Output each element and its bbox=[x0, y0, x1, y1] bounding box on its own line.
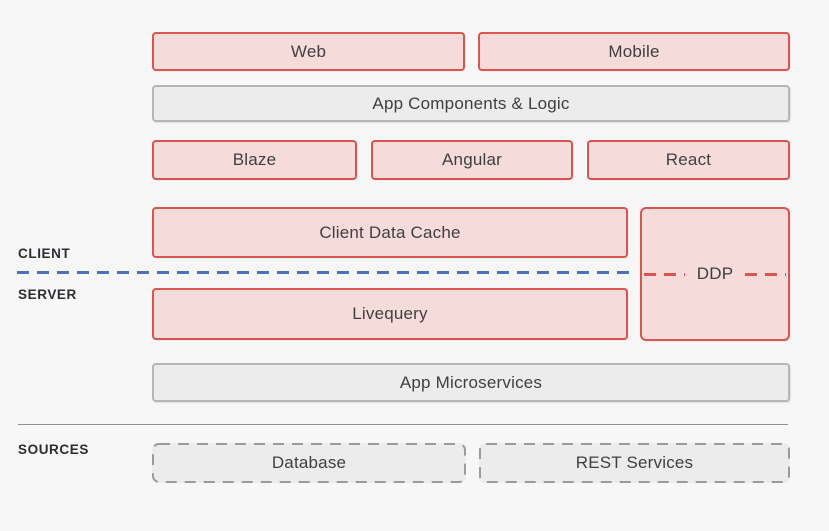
client-server-divider-line bbox=[17, 271, 637, 274]
app-components-logic-box: App Components & Logic bbox=[152, 85, 790, 122]
blaze-box: Blaze bbox=[152, 140, 357, 180]
database-box: Database bbox=[152, 443, 466, 483]
rest-services-box-label: REST Services bbox=[575, 453, 694, 472]
angular-box: Angular bbox=[371, 140, 573, 180]
client-label: CLIENT bbox=[18, 246, 71, 261]
server-label: SERVER bbox=[18, 287, 77, 302]
client-data-cache-box: Client Data Cache bbox=[152, 207, 628, 258]
rest-services-box: REST Services bbox=[479, 443, 790, 483]
angular-box-label: Angular bbox=[442, 150, 502, 169]
mobile-box-label: Mobile bbox=[608, 41, 660, 61]
app-microservices-box: App Microservices bbox=[152, 363, 790, 402]
ddp-dashed-line: DDP bbox=[644, 209, 786, 339]
ddp-dash-left bbox=[644, 272, 685, 276]
blaze-box-label: Blaze bbox=[232, 150, 277, 169]
ddp-label: DDP bbox=[696, 264, 734, 283]
web-box: Web bbox=[152, 32, 465, 71]
ddp-dash-right bbox=[745, 272, 786, 276]
database-box-label: Database bbox=[271, 453, 347, 472]
livequery-box-label: Livequery bbox=[352, 304, 428, 323]
livequery-box: Livequery bbox=[152, 288, 628, 340]
mobile-box: Mobile bbox=[478, 32, 790, 71]
sources-label: SOURCES bbox=[18, 442, 89, 457]
react-box: React bbox=[587, 140, 790, 180]
web-box-label: Web bbox=[290, 41, 327, 61]
app-components-logic-label: App Components & Logic bbox=[372, 93, 570, 113]
ddp-box: DDP bbox=[640, 207, 790, 341]
app-microservices-label: App Microservices bbox=[399, 372, 543, 392]
react-box-label: React bbox=[665, 150, 712, 169]
sources-separator-line bbox=[18, 424, 788, 425]
client-data-cache-label: Client Data Cache bbox=[319, 222, 461, 242]
